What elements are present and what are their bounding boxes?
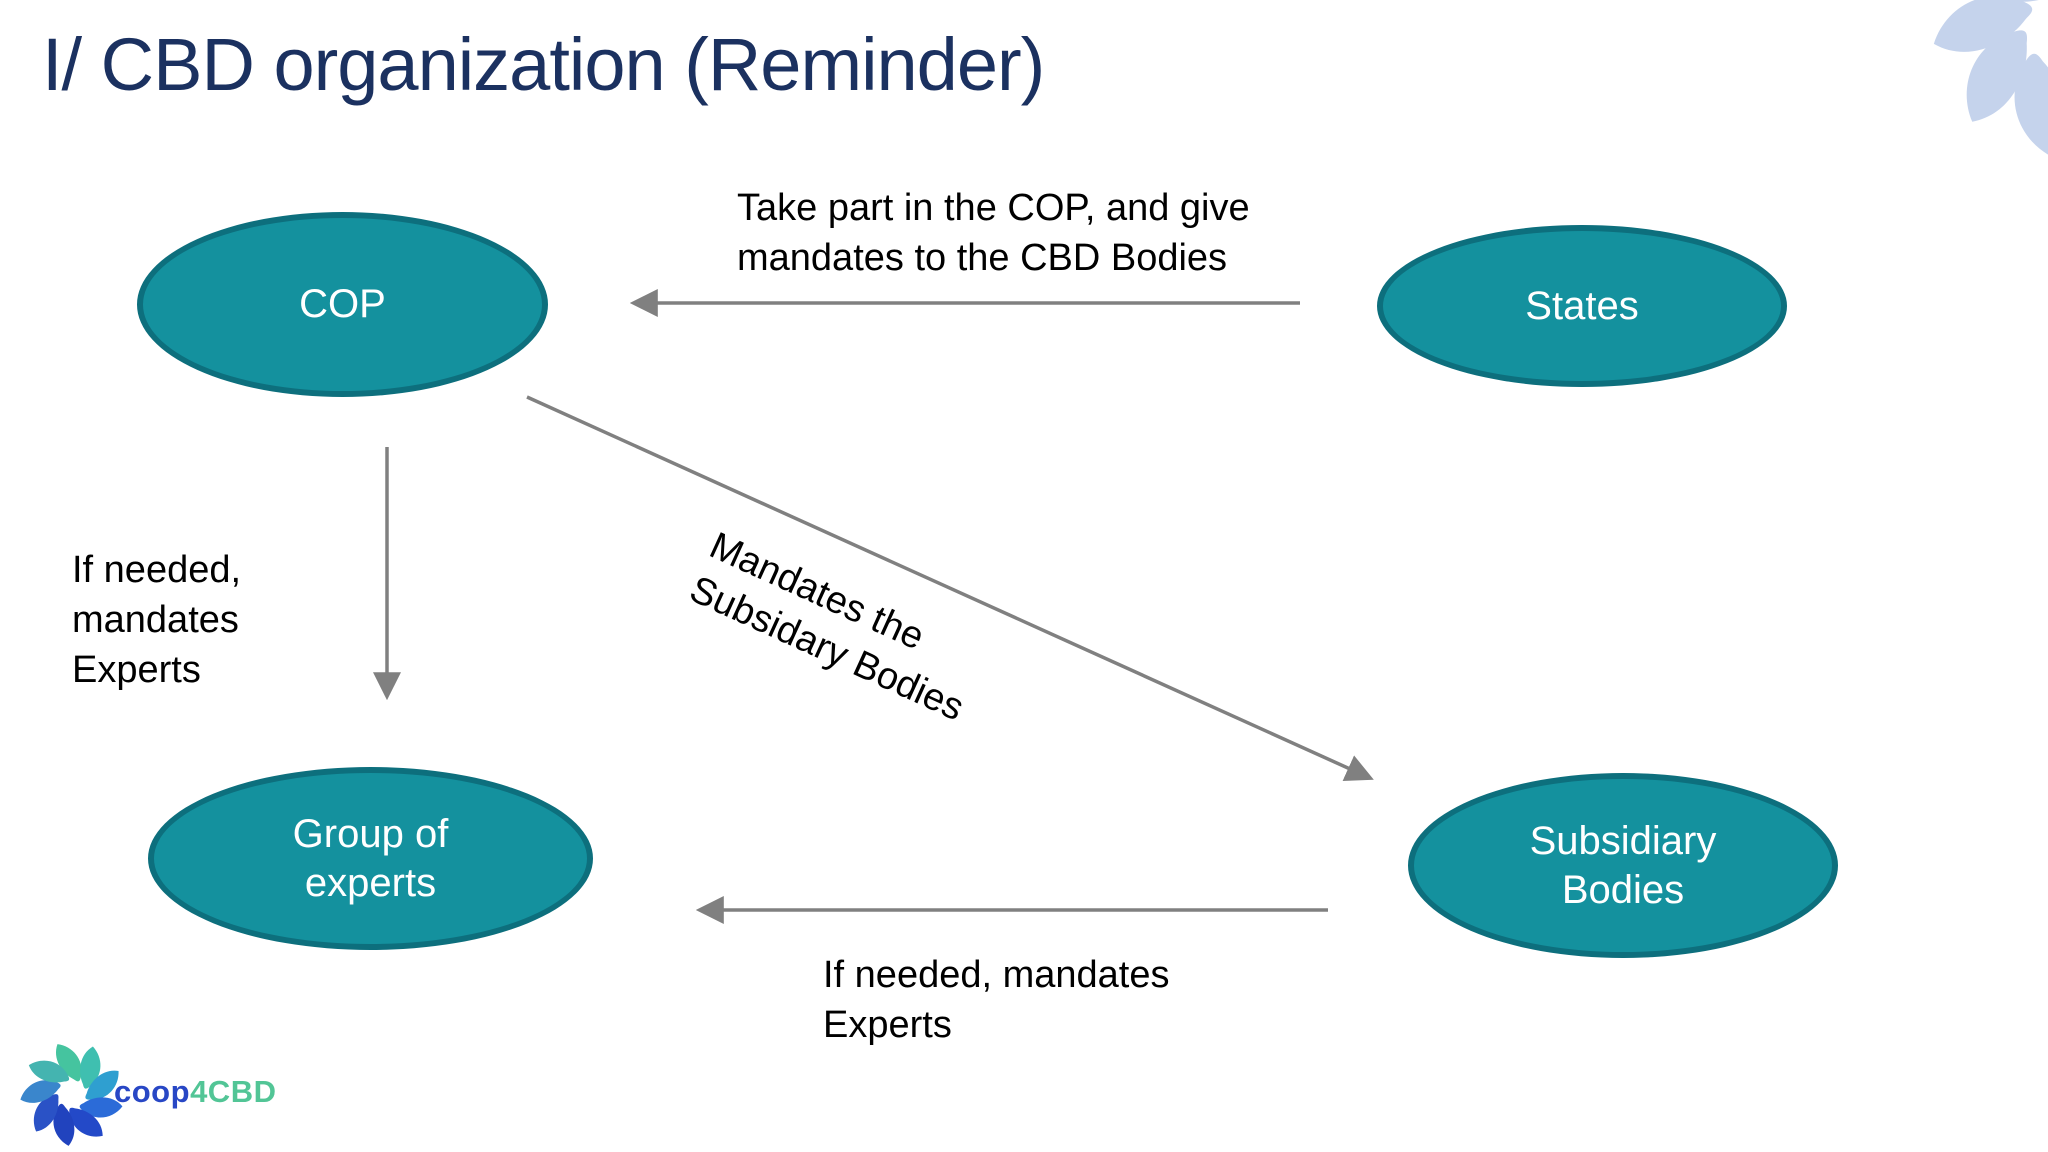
wordmark-4cbd: 4CBD [190,1074,277,1109]
coop4cbd-wordmark: coop4CBD [114,1074,276,1110]
node-subsidiary-bodies-label: Subsidiary Bodies [1529,818,1717,912]
arrow-cop-to-subsidiary-bodies [526,395,1374,781]
edge-label-cop-to-group-of-experts: If needed, mandates Experts [72,549,242,691]
node-cop-label: COP [299,282,386,327]
edge-label-states-to-cop: Take part in the COP, and give mandates … [737,187,1250,279]
node-subsidiary-bodies: Subsidiary Bodies [1408,773,1838,958]
node-states: States [1377,225,1787,387]
node-group-of-experts: Group of experts [148,767,593,950]
edge-label-subsidiary-to-group-of-experts: If needed, mandates Experts [823,954,1170,1046]
node-states-label: States [1525,283,1639,328]
slide-title: I/ CBD organization (Reminder) [42,23,1045,106]
coop4cbd-pinwheel-icon [20,1044,124,1147]
coop4cbd-logo: coop4CBD [18,1040,276,1148]
node-group-of-experts-label: Group of experts [292,811,449,905]
wordmark-coop: coop [114,1074,191,1109]
node-cop: COP [137,212,548,397]
